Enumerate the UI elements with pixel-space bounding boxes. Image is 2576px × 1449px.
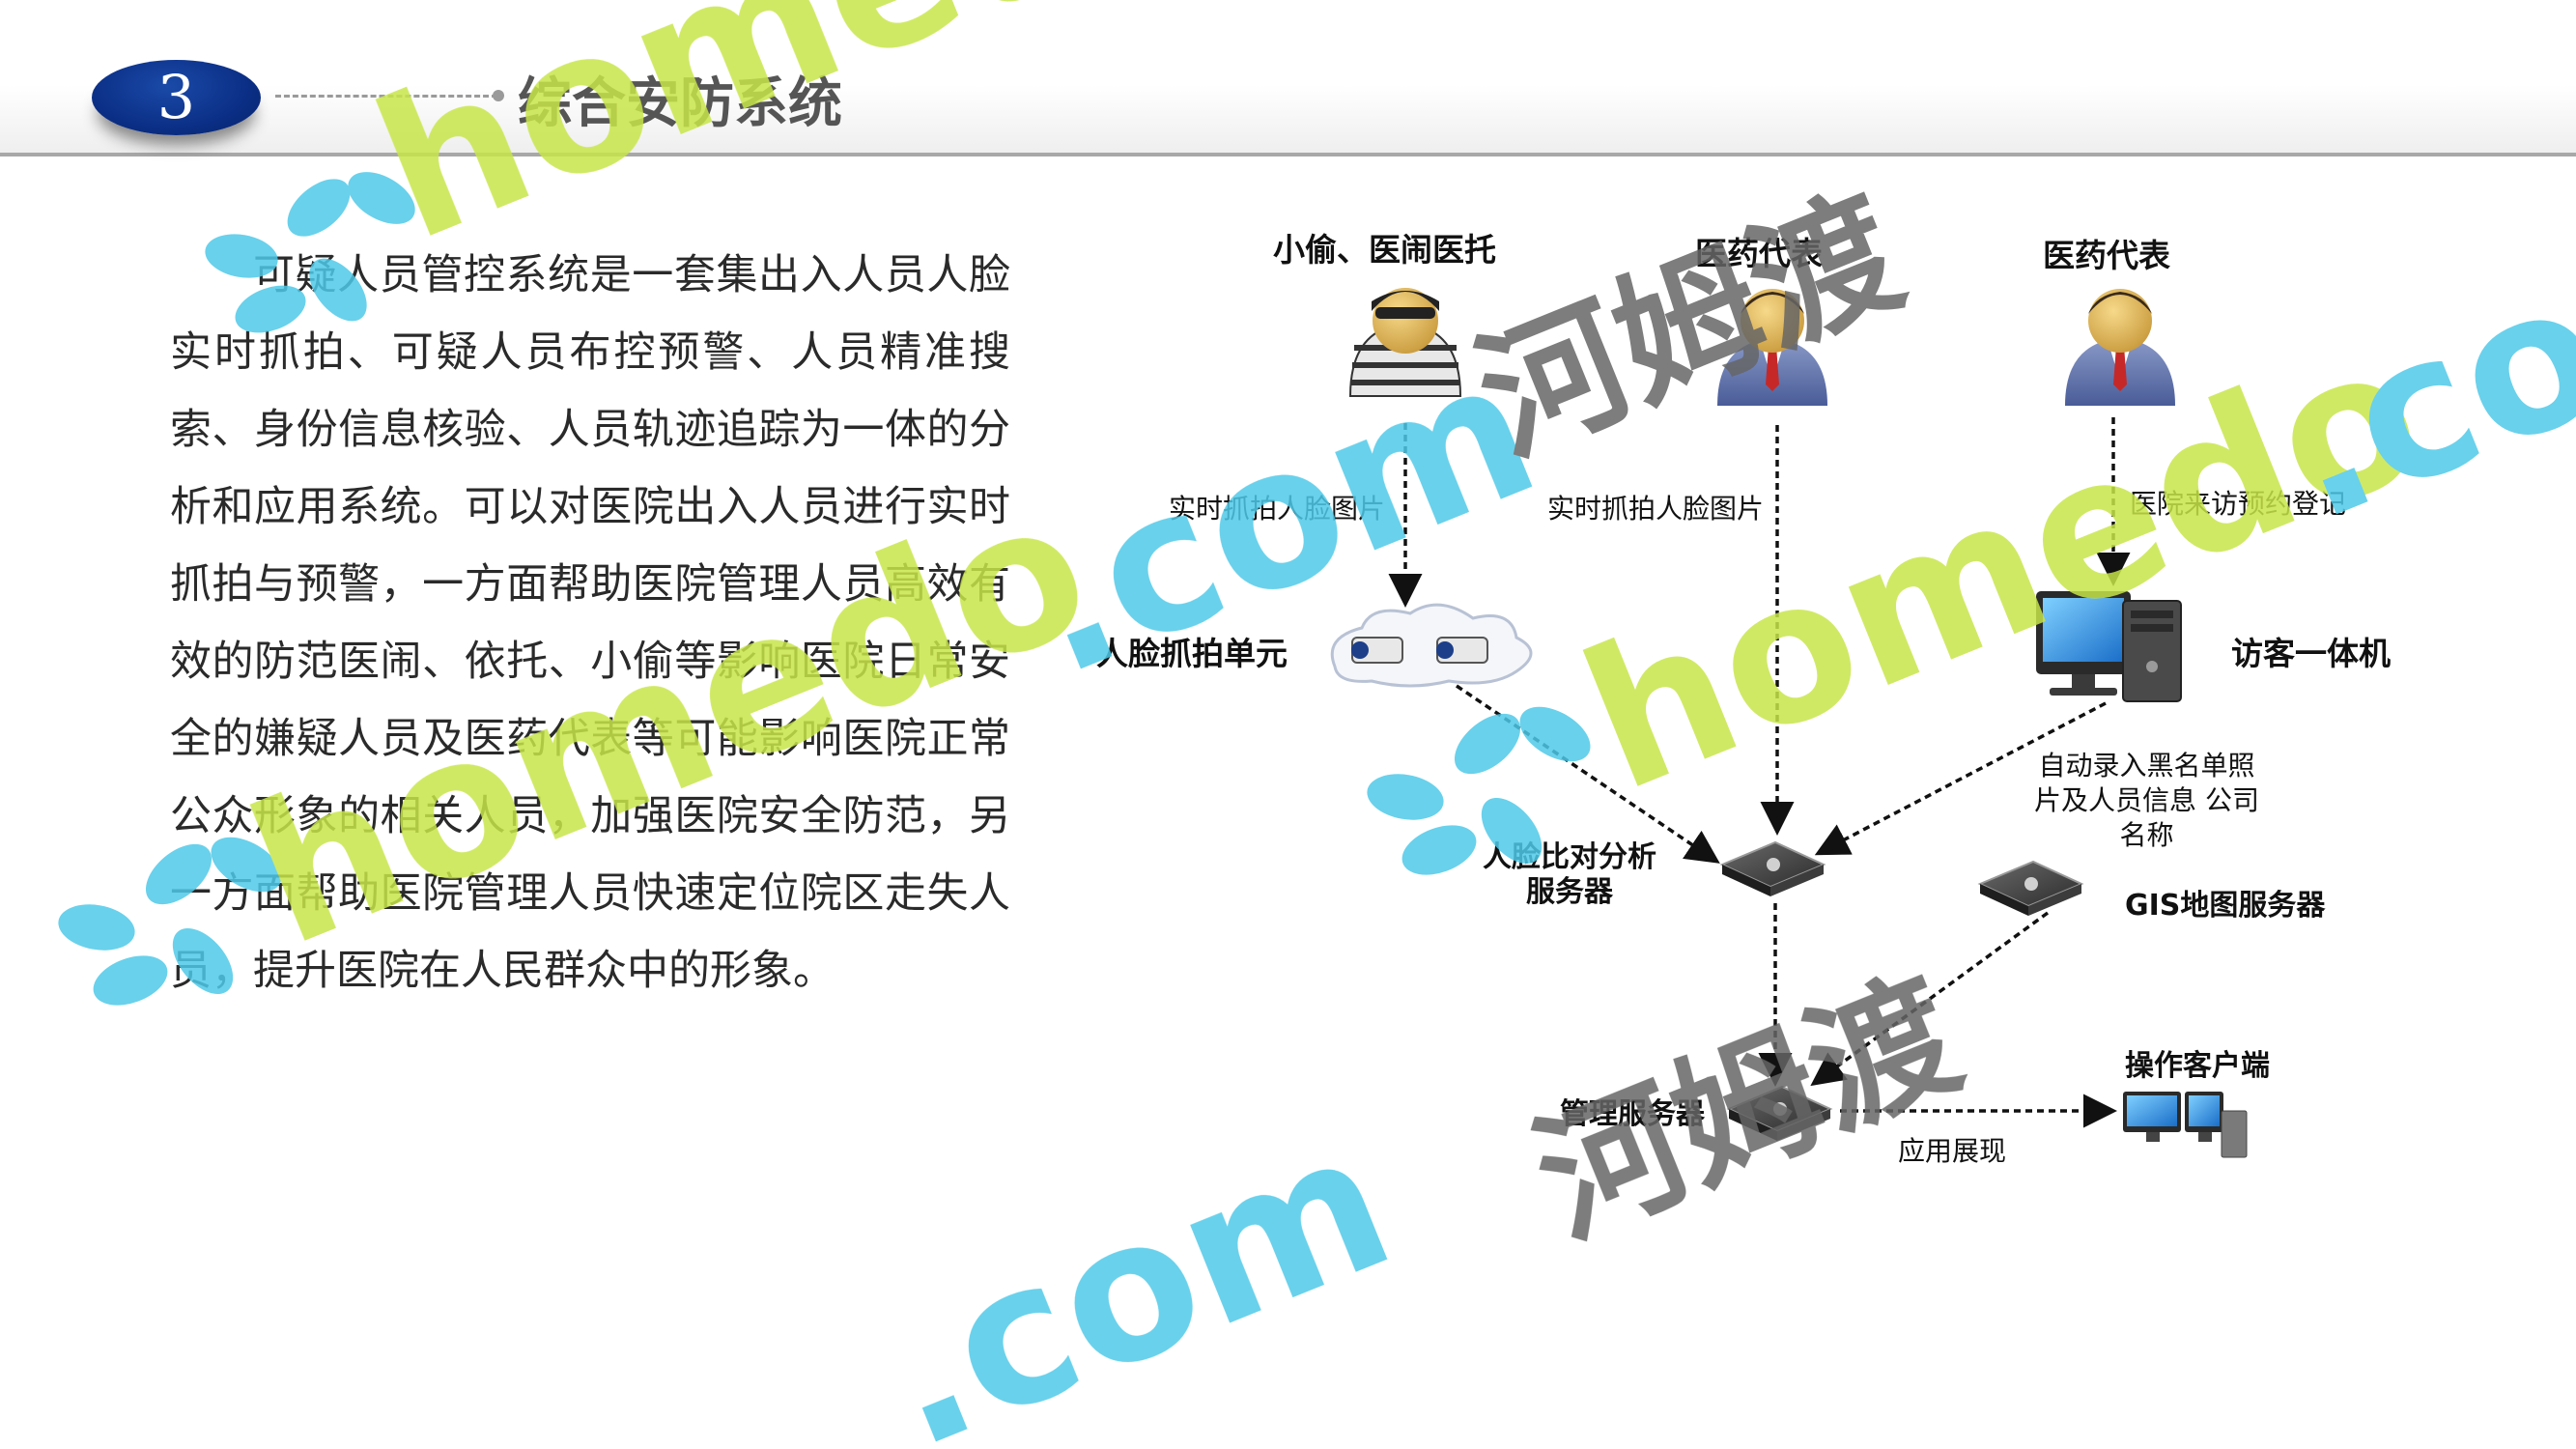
visitor-kiosk-computer-icon: [2036, 591, 2182, 702]
camera-icon-1: [1351, 637, 1403, 664]
gis-map-server-icon: [1977, 860, 2084, 916]
person-label-thief: 小偷、医闹医托: [1273, 231, 1496, 269]
node-label-client: 操作客户端: [2125, 1049, 2270, 1083]
face-capture-unit-cloud-icon: [1330, 603, 1533, 688]
header-divider: [0, 153, 2576, 156]
description-paragraph: 可疑人员管控系统是一套集出入人员人脸实时抓拍、可疑人员布控预警、人员精准搜索、身…: [170, 251, 1010, 995]
node-label-face-unit: 人脸抓拍单元: [1096, 635, 1288, 672]
management-server-icon: [1726, 1085, 1833, 1141]
edge-label-visit: 医院来访预约登记: [2130, 488, 2347, 520]
arrow-gis-to-mgmt: [1810, 911, 2050, 1087]
arrow-capture-to-face-server: [1456, 684, 1720, 864]
node-label-mgmt-server: 管理服务器: [1560, 1097, 1705, 1131]
node-label-gis-server: GIS地图服务器: [2125, 889, 2326, 923]
person-label-rep-1: 医药代表: [1695, 235, 1823, 272]
medical-rep-person-icon-2: [2065, 289, 2175, 406]
face-compare-server-icon: [1719, 840, 1826, 896]
node-label-visitor-kiosk: 访客一体机: [2231, 635, 2391, 672]
medical-rep-person-icon-1: [1717, 289, 1827, 406]
header-band: [0, 0, 2576, 155]
edge-label-blacklist: 自动录入黑名单照片及人员信息 公司名称: [2034, 750, 2259, 851]
node-label-face-server: 人脸比对分析服务器: [1483, 840, 1656, 909]
arrow-kiosk-to-face-server: [1814, 701, 2107, 856]
section-number-badge: 3: [92, 60, 261, 135]
camera-icon-2: [1436, 637, 1488, 664]
edge-label-capture-1: 实时抓拍人脸图片: [1169, 493, 1386, 525]
title-connector-dot: [493, 90, 504, 101]
edge-label-display: 应用展现: [1898, 1135, 2007, 1167]
page-title: 综合安防系统: [518, 72, 842, 135]
title-dashed-connector: [275, 95, 497, 98]
person-label-rep-2: 医药代表: [2043, 237, 2170, 274]
thief-person-icon: [1348, 288, 1462, 397]
edge-label-capture-2: 实时抓拍人脸图片: [1547, 493, 1765, 525]
operator-client-monitors-icon: [2123, 1092, 2248, 1158]
